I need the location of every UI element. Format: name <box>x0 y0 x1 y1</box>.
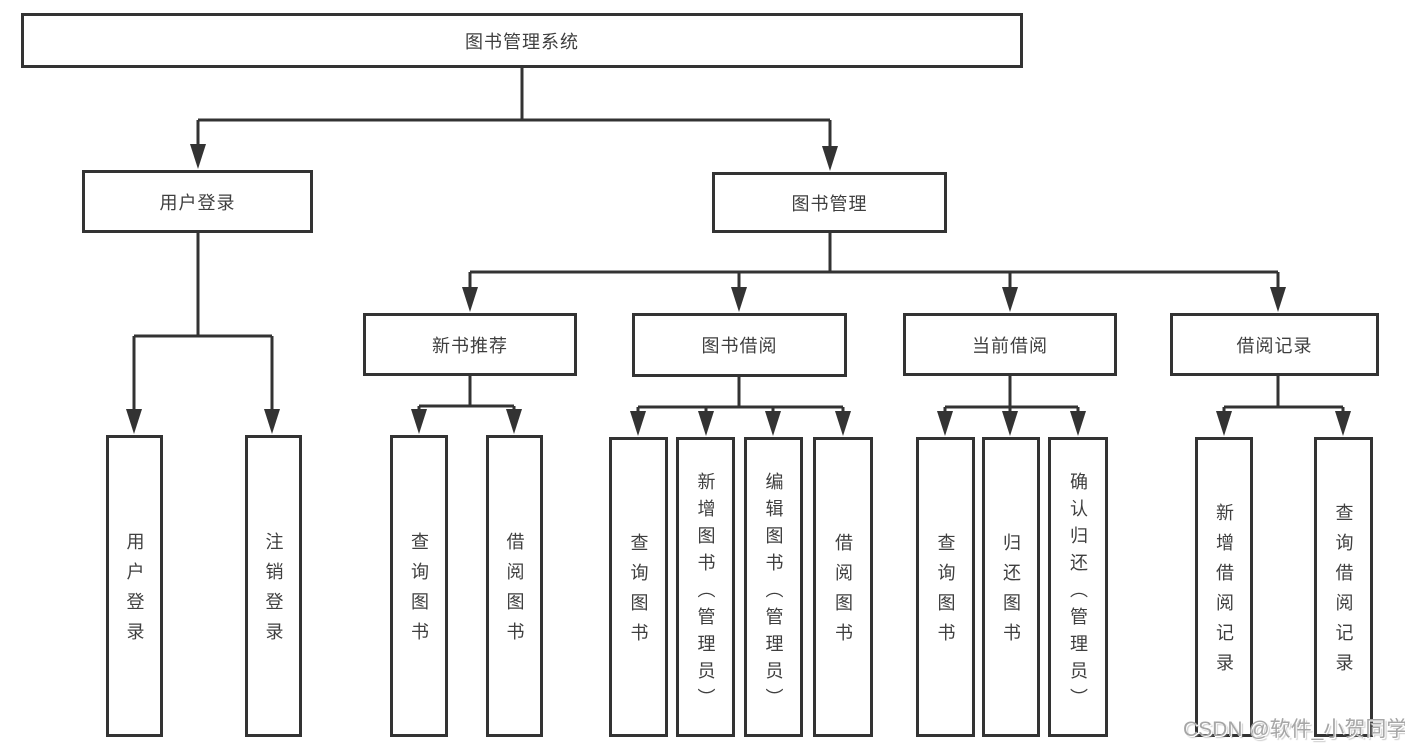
leaf-logout: 注销登录 <box>245 435 302 737</box>
node-book-management-system: 图书管理系统 <box>21 13 1023 68</box>
node-label: 图书管理 <box>791 193 868 214</box>
leaf-add-book-admin: 新增图书（管理员） <box>676 437 735 737</box>
leaf-edit-book-admin: 编辑图书（管理员） <box>744 437 803 737</box>
node-current-borrow: 当前借阅 <box>903 313 1117 376</box>
node-new-book-recommend: 新书推荐 <box>363 313 577 376</box>
arrowheads <box>126 144 1351 436</box>
leaf-label: 借阅图书 <box>504 532 525 652</box>
leaf-label: 查询图书 <box>935 533 956 653</box>
leaf-label: 确认归还（管理员） <box>1068 471 1088 715</box>
leaf-borrow-books: 借阅图书 <box>813 437 873 737</box>
leaf-label: 借阅图书 <box>833 533 853 653</box>
node-borrow-records: 借阅记录 <box>1170 313 1379 376</box>
leaf-newbook-query-books: 查询图书 <box>390 435 448 737</box>
node-user-login: 用户登录 <box>82 170 313 233</box>
leaf-newbook-borrow-books: 借阅图书 <box>486 435 543 737</box>
leaf-label: 查询图书 <box>628 533 649 653</box>
node-label: 图书借阅 <box>701 336 778 356</box>
leaf-label: 新增图书（管理员） <box>695 471 716 715</box>
leaf-label: 查询借阅记录 <box>1333 503 1354 683</box>
leaf-label: 编辑图书（管理员） <box>763 471 784 715</box>
node-label: 用户登录 <box>159 192 236 213</box>
leaf-confirm-return-admin: 确认归还（管理员） <box>1048 437 1108 737</box>
leaf-label: 归还图书 <box>1001 533 1021 653</box>
node-label: 借阅记录 <box>1236 335 1313 356</box>
leaf-borrow-query-books: 查询图书 <box>609 437 668 737</box>
leaf-label: 注销登录 <box>263 532 284 652</box>
node-label: 当前借阅 <box>972 335 1048 356</box>
leaf-query-borrow-record: 查询借阅记录 <box>1314 437 1373 737</box>
leaf-return-books: 归还图书 <box>982 437 1040 737</box>
leaf-label: 查询图书 <box>409 532 429 652</box>
leaf-current-query-books: 查询图书 <box>916 437 975 737</box>
leaf-add-borrow-record: 新增借阅记录 <box>1195 437 1253 737</box>
leaf-user-login: 用户登录 <box>106 435 163 737</box>
node-book-management: 图书管理 <box>712 172 947 233</box>
node-label: 新书推荐 <box>432 335 508 356</box>
node-book-borrow: 图书借阅 <box>632 313 847 377</box>
node-label: 图书管理系统 <box>465 31 579 52</box>
leaf-label: 用户登录 <box>124 532 145 652</box>
csdn-watermark: CSDN @软件_小贺同学 <box>1183 718 1405 741</box>
leaf-label: 新增借阅记录 <box>1214 503 1234 683</box>
